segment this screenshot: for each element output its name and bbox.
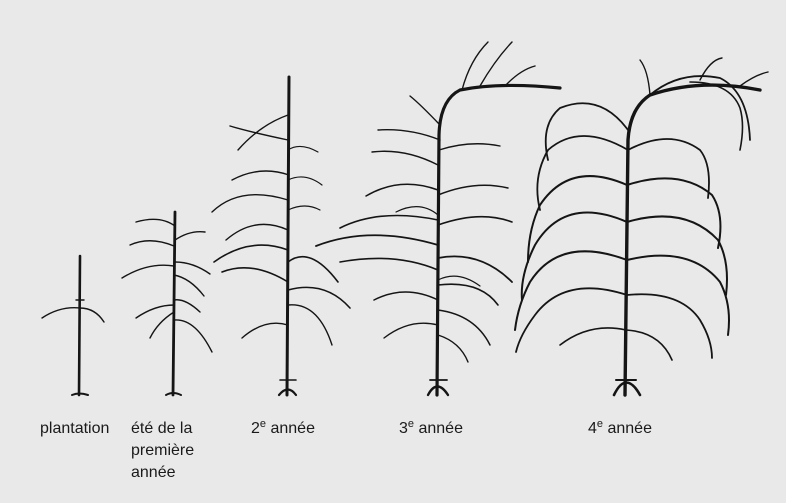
caption-plantation-text: plantation (40, 420, 109, 437)
caption-year-3-number: 3 (399, 420, 408, 437)
caption-year-3: 3e année (399, 418, 463, 440)
tree-plantation (42, 256, 104, 395)
caption-year-2-number: 2 (251, 420, 260, 437)
tree-year-3 (316, 42, 560, 395)
tree-year-4 (515, 58, 768, 395)
caption-first-summer: été de la première année (131, 418, 194, 484)
caption-year-4: 4e année (588, 418, 652, 440)
caption-plantation: plantation (40, 418, 109, 440)
tree-first-summer (122, 212, 212, 395)
caption-year-3-sup: e (408, 418, 414, 430)
caption-year-3-label: année (418, 420, 463, 437)
caption-year-2-sup: e (260, 418, 266, 430)
caption-year-4-number: 4 (588, 420, 597, 437)
caption-first-summer-line-1: été de la (131, 420, 192, 437)
caption-first-summer-line-2: première (131, 442, 194, 459)
tree-year-2 (212, 77, 350, 395)
caption-first-summer-line-3: année (131, 464, 176, 481)
caption-year-4-label: année (607, 420, 652, 437)
caption-year-2-label: année (270, 420, 315, 437)
caption-year-4-sup: e (597, 418, 603, 430)
caption-year-2: 2e année (251, 418, 315, 440)
